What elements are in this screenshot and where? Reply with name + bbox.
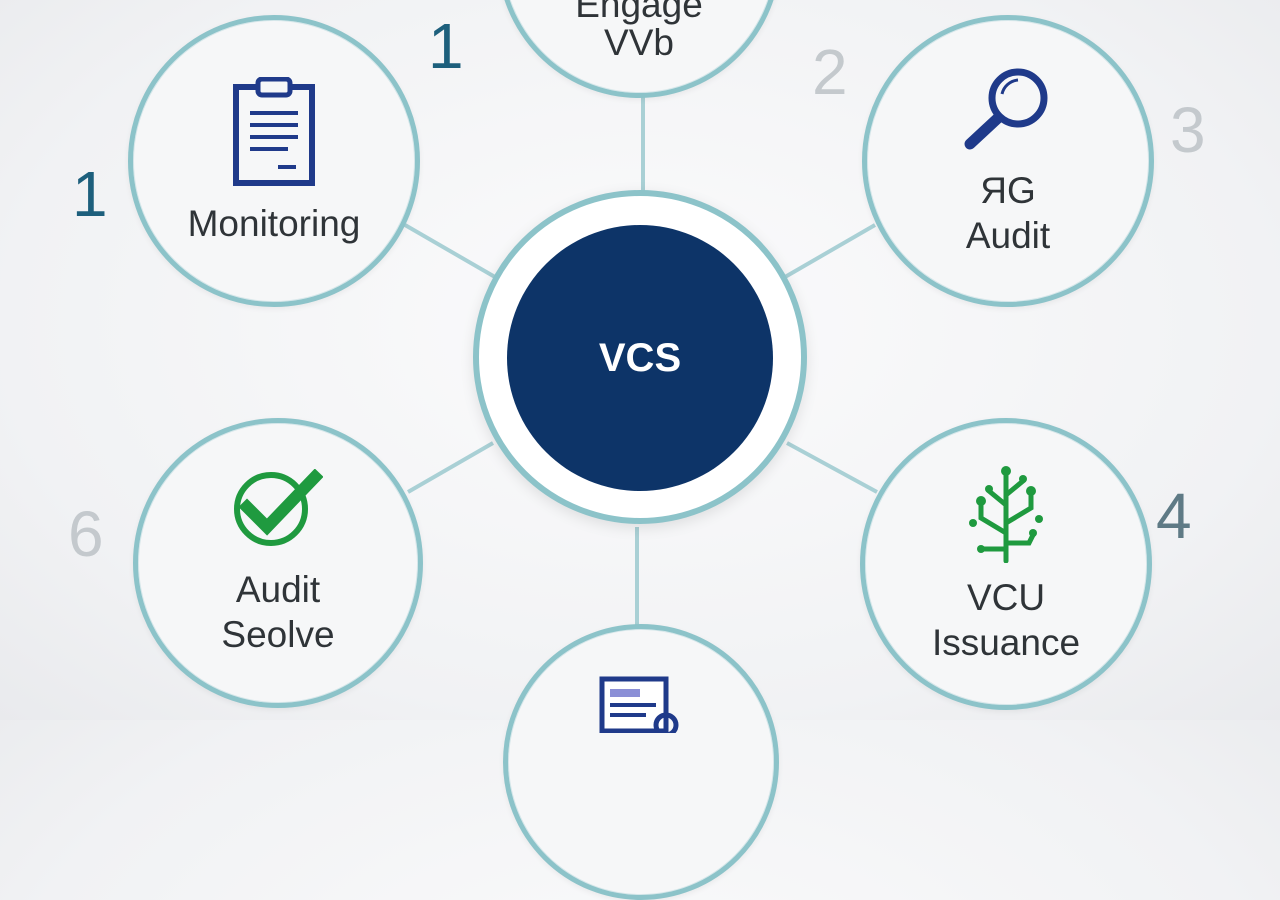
node-vcu-label-line1: VCU xyxy=(966,577,1046,618)
diagram-canvas: VCS Engage VVb Monitoring ЯG Audit xyxy=(68,0,1206,900)
document-icon xyxy=(599,676,679,733)
step-number-4: 4 xyxy=(1156,480,1192,552)
connector-monitoring xyxy=(403,223,497,279)
node-monitoring-label: Monitoring xyxy=(187,202,361,244)
step-number-1-left: 1 xyxy=(72,158,108,230)
connector-lines xyxy=(403,95,878,648)
node-engage-label-line2: VVb xyxy=(604,22,674,63)
step-number-3: 3 xyxy=(1170,94,1206,166)
node-audit[interactable]: ЯG Audit xyxy=(862,15,1154,307)
step-number-6: 6 xyxy=(68,498,104,570)
checkmark-icon xyxy=(234,469,323,546)
node-bottom[interactable] xyxy=(503,624,779,900)
connector-audit-resolve xyxy=(407,441,494,494)
connector-vcu xyxy=(786,441,878,494)
node-audit-resolve-label-line1: Audit xyxy=(235,569,321,610)
connector-audit xyxy=(783,223,877,279)
node-vcu-label-line2: Issuance xyxy=(931,622,1081,663)
tree-icon xyxy=(969,466,1043,563)
node-audit-label-line2: Audit xyxy=(965,215,1051,256)
node-audit-resolve-label-line2: Seolve xyxy=(221,614,335,655)
step-number-2: 2 xyxy=(812,36,848,108)
node-audit-resolve[interactable]: Audit Seolve xyxy=(133,418,423,708)
hub-vcs[interactable]: VCS xyxy=(507,225,773,491)
step-number-1-top: 1 xyxy=(428,10,464,82)
node-vcu-issuance[interactable]: VCU Issuance xyxy=(860,418,1152,710)
node-engage-label-line1: Engage xyxy=(575,0,703,25)
clipboard-icon xyxy=(233,76,315,186)
magnifier-icon xyxy=(964,68,1048,150)
node-monitoring[interactable]: Monitoring xyxy=(128,15,420,307)
hub-label: VCS xyxy=(598,335,682,380)
node-audit-label-line1: ЯG xyxy=(980,170,1036,211)
